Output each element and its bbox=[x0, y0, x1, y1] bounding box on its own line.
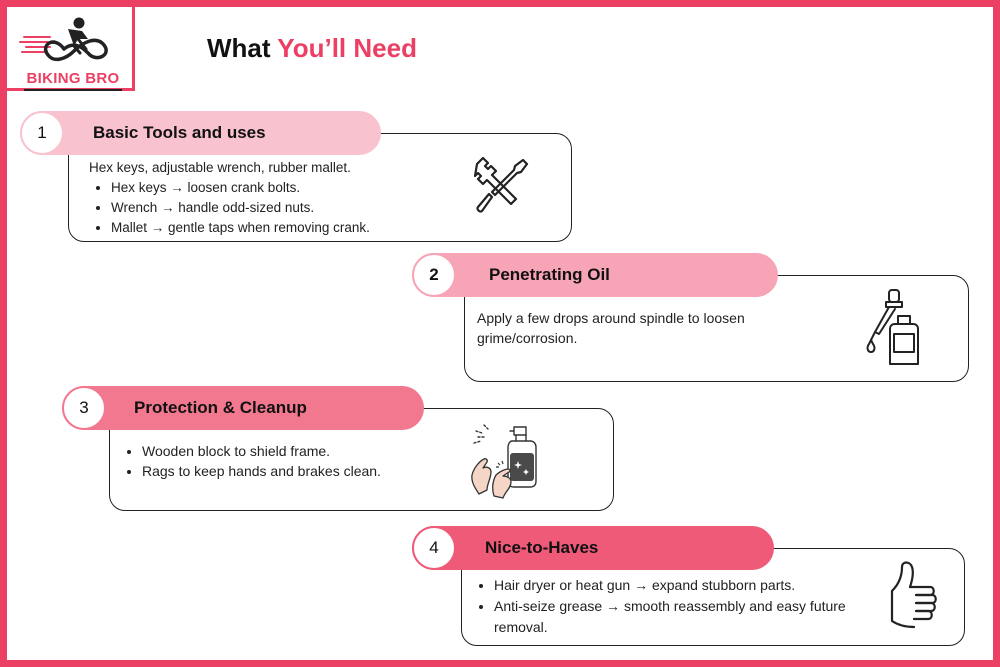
section-1-number: 1 bbox=[20, 111, 64, 155]
section-3-number: 3 bbox=[62, 386, 106, 430]
list-item: Hair dryer or heat gun → expand stubborn… bbox=[494, 575, 872, 596]
section-3-header: Protection & Cleanup bbox=[62, 386, 424, 430]
section-4-list: Hair dryer or heat gun → expand stubborn… bbox=[472, 575, 872, 638]
section-2-number: 2 bbox=[412, 253, 456, 297]
section-4-heading: Nice-to-Haves bbox=[485, 538, 599, 557]
logo: BIKING BRO bbox=[7, 7, 135, 91]
list-item: Hex keys → loosen crank bolts. bbox=[111, 178, 469, 198]
section-2-header: Penetrating Oil bbox=[412, 253, 778, 297]
thumbs-up-icon bbox=[890, 561, 937, 629]
section-3-heading: Protection & Cleanup bbox=[134, 398, 307, 417]
logo-underline bbox=[24, 89, 122, 91]
section-1-intro: Hex keys, adjustable wrench, rubber mall… bbox=[89, 160, 351, 175]
title-lead: What bbox=[207, 33, 278, 63]
oil-dropper-bottle-icon bbox=[866, 289, 919, 365]
section-4-number: 4 bbox=[412, 526, 456, 570]
spray-bottle-hands-icon bbox=[471, 424, 537, 499]
section-3-list: Wooden block to shield frame. Rags to ke… bbox=[120, 441, 460, 481]
list-item: Rags to keep hands and brakes clean. bbox=[142, 461, 460, 481]
list-item: Wooden block to shield frame. bbox=[142, 441, 460, 461]
list-item: Wrench → handle odd-sized nuts. bbox=[111, 198, 469, 218]
section-1-header: Basic Tools and uses bbox=[20, 111, 381, 155]
section-1-heading: Basic Tools and uses bbox=[93, 123, 266, 142]
section-2-intro: Apply a few drops around spindle to loos… bbox=[477, 310, 745, 346]
wrench-screwdriver-icon bbox=[473, 156, 529, 213]
cyclist-icon bbox=[19, 17, 108, 62]
section-2-heading: Penetrating Oil bbox=[489, 265, 610, 284]
list-item: Anti-seize grease → smooth reassembly an… bbox=[494, 596, 872, 638]
title-accent: You’ll Need bbox=[277, 33, 417, 63]
page-title: What You’ll Need bbox=[207, 33, 417, 64]
list-item: Mallet → gentle taps when removing crank… bbox=[111, 218, 469, 238]
section-1-list: Hex keys → loosen crank bolts. Wrench → … bbox=[89, 178, 469, 238]
logo-text: BIKING BRO bbox=[26, 70, 120, 87]
section-4-header: Nice-to-Haves bbox=[412, 526, 774, 570]
